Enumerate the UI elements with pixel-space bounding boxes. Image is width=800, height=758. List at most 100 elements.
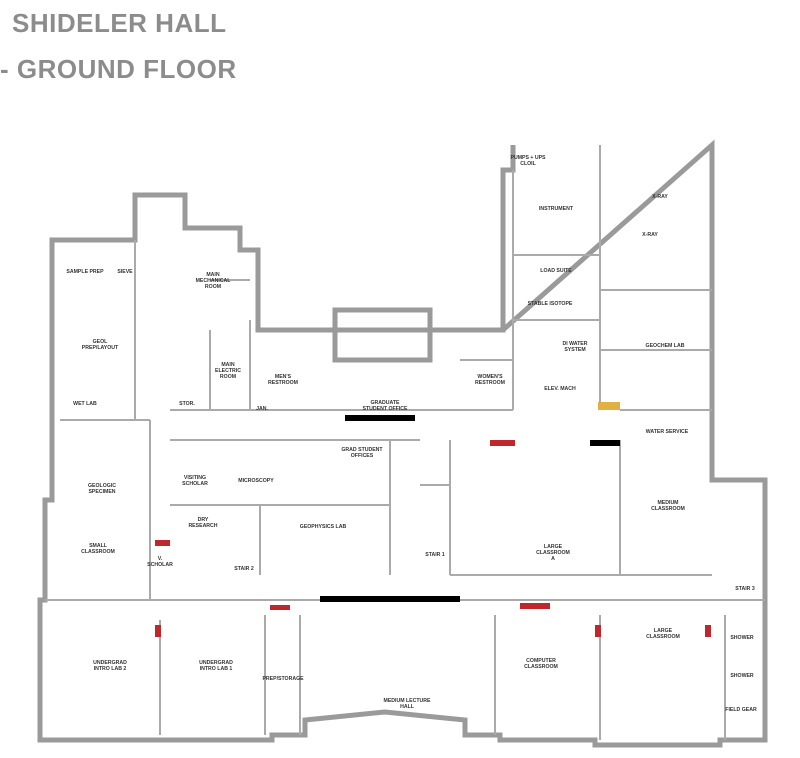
label-large-2: CLASSROOM [646,634,680,640]
svg-text:SCHOLAR: SCHOLAR [182,481,208,487]
svg-text:STAIR 3: STAIR 3 [735,586,755,592]
svg-text:WOMEN'S: WOMEN'S [477,374,503,380]
svg-text:GEOCHEM LAB: GEOCHEM LAB [646,343,685,349]
svg-text:SPECIMEN: SPECIMEN [88,489,115,495]
svg-text:INTRO LAB 1: INTRO LAB 1 [200,666,233,672]
svg-text:HALL: HALL [400,704,415,710]
label-undergrad1-2: INTRO LAB 1 [200,666,233,672]
label-mens-1: MEN'S [275,374,292,380]
svg-text:LARGE: LARGE [654,628,673,634]
svg-text:GEOL: GEOL [93,339,109,345]
label-grad-offices-1: GRAD STUDENT [341,447,383,453]
label-shower-2: SHOWER [730,673,754,679]
label-main-elec-2: ELECTRIC [215,368,241,374]
svg-text:SHOWER: SHOWER [730,635,754,641]
svg-text:SMALL: SMALL [89,543,108,549]
svg-text:INTRO LAB 2: INTRO LAB 2 [94,666,127,672]
label-lecture-1: MEDIUM LECTURE [384,698,432,704]
svg-text:CLASSROOM: CLASSROOM [81,549,115,555]
label-undergrad2-1: UNDERGRAD [93,660,127,666]
svg-text:A: A [551,556,555,562]
label-prep-storage: PREP/STORAGE [262,676,304,682]
label-geochem-lab: GEOCHEM LAB [646,343,685,349]
label-geol-prep-2: PREP/LAYOUT [82,345,119,351]
svg-text:GEOLOGIC: GEOLOGIC [88,483,116,489]
svg-text:ROOM: ROOM [220,374,236,380]
svg-text:MICROSCOPY: MICROSCOPY [238,478,274,484]
svg-text:STUDENT OFFICE: STUDENT OFFICE [363,406,408,412]
svg-text:WATER SERVICE: WATER SERVICE [646,429,689,435]
room-labels: PUMPS + UPS CLOIL INSTRUMENT X-RAY X-RAY… [66,155,757,713]
svg-text:CLASSROOM: CLASSROOM [524,664,558,670]
label-geophysics: GEOPHYSICS LAB [300,524,347,530]
door-markers [155,402,711,637]
label-v-scholar-1: V. [158,556,163,562]
label-elev-mach: ELEV. MACH [544,386,576,392]
label-stair-3: STAIR 3 [735,586,755,592]
label-visiting-2: SCHOLAR [182,481,208,487]
label-grad-office-1: GRADUATE [370,400,400,406]
svg-text:MEDIUM LECTURE: MEDIUM LECTURE [384,698,432,704]
label-field-gear: FIELD GEAR [725,707,757,713]
svg-text:DI WATER: DI WATER [563,341,588,347]
svg-text:STOR.: STOR. [179,401,195,407]
label-xray-2: X-RAY [642,232,658,238]
label-pumps-2: CLOIL [520,161,536,167]
label-microscopy: MICROSCOPY [238,478,274,484]
label-sieve: SIEVE [117,269,133,275]
svg-text:CLOIL: CLOIL [520,161,536,167]
label-dry-research-2: RESEARCH [188,523,217,529]
svg-text:GRADUATE: GRADUATE [370,400,400,406]
svg-text:MAIN: MAIN [221,362,235,368]
label-large-a-3: A [551,556,555,562]
svg-text:MEDIUM: MEDIUM [657,500,678,506]
label-di-water-1: DI WATER [563,341,588,347]
svg-text:MAIN: MAIN [206,272,220,278]
label-stair-1: STAIR 1 [425,552,445,558]
label-specimen-2: SPECIMEN [88,489,115,495]
label-pumps: PUMPS + UPS [510,155,546,161]
label-wet-lab: WET LAB [73,401,97,407]
svg-text:RESEARCH: RESEARCH [188,523,217,529]
label-shower-1: SHOWER [730,635,754,641]
svg-text:FIELD GEAR: FIELD GEAR [725,707,757,713]
svg-text:GEOPHYSICS LAB: GEOPHYSICS LAB [300,524,347,530]
svg-text:ELEV. MACH: ELEV. MACH [544,386,576,392]
label-undergrad2-2: INTRO LAB 2 [94,666,127,672]
label-specimen-1: GEOLOGIC [88,483,116,489]
label-di-water-2: SYSTEM [564,347,585,353]
svg-text:PREP/STORAGE: PREP/STORAGE [262,676,304,682]
label-visiting-1: VISITING [184,475,206,481]
label-computer-1: COMPUTER [526,658,556,664]
label-dry-research-1: DRY [198,517,209,523]
label-grad-office-2: STUDENT OFFICE [363,406,408,412]
label-main-mech-1: MAIN [206,272,220,278]
floor-title: - GROUND FLOOR [0,54,237,84]
label-sample-prep: SAMPLE PREP [66,269,104,275]
label-stor: STOR. [179,401,195,407]
label-large-a-1: LARGE [544,544,563,550]
label-womens-2: RESTROOM [475,380,505,386]
label-lecture-2: HALL [400,704,415,710]
svg-text:STABLE ISOTOPE: STABLE ISOTOPE [528,301,573,307]
label-grad-offices-2: OFFICES [351,453,374,459]
svg-text:PREP/LAYOUT: PREP/LAYOUT [82,345,119,351]
label-medium-1: MEDIUM [657,500,678,506]
interior-walls [45,145,765,740]
exterior-walls [37,139,768,748]
label-load-suite: LOAD SUITE [540,268,572,274]
label-stable-isotope: STABLE ISOTOPE [528,301,573,307]
svg-text:V.: V. [158,556,163,562]
svg-text:SYSTEM: SYSTEM [564,347,585,353]
svg-text:SHOWER: SHOWER [730,673,754,679]
svg-text:CLASSROOM: CLASSROOM [651,506,685,512]
label-undergrad1-1: UNDERGRAD [199,660,233,666]
svg-text:DRY: DRY [198,517,209,523]
svg-text:LARGE: LARGE [544,544,563,550]
svg-text:JAN.: JAN. [256,406,268,412]
svg-text:RESTROOM: RESTROOM [268,380,298,386]
label-womens-1: WOMEN'S [477,374,503,380]
building-title: SHIDELER HALL [12,8,227,38]
svg-text:STAIR 2: STAIR 2 [234,566,254,572]
label-computer-2: CLASSROOM [524,664,558,670]
